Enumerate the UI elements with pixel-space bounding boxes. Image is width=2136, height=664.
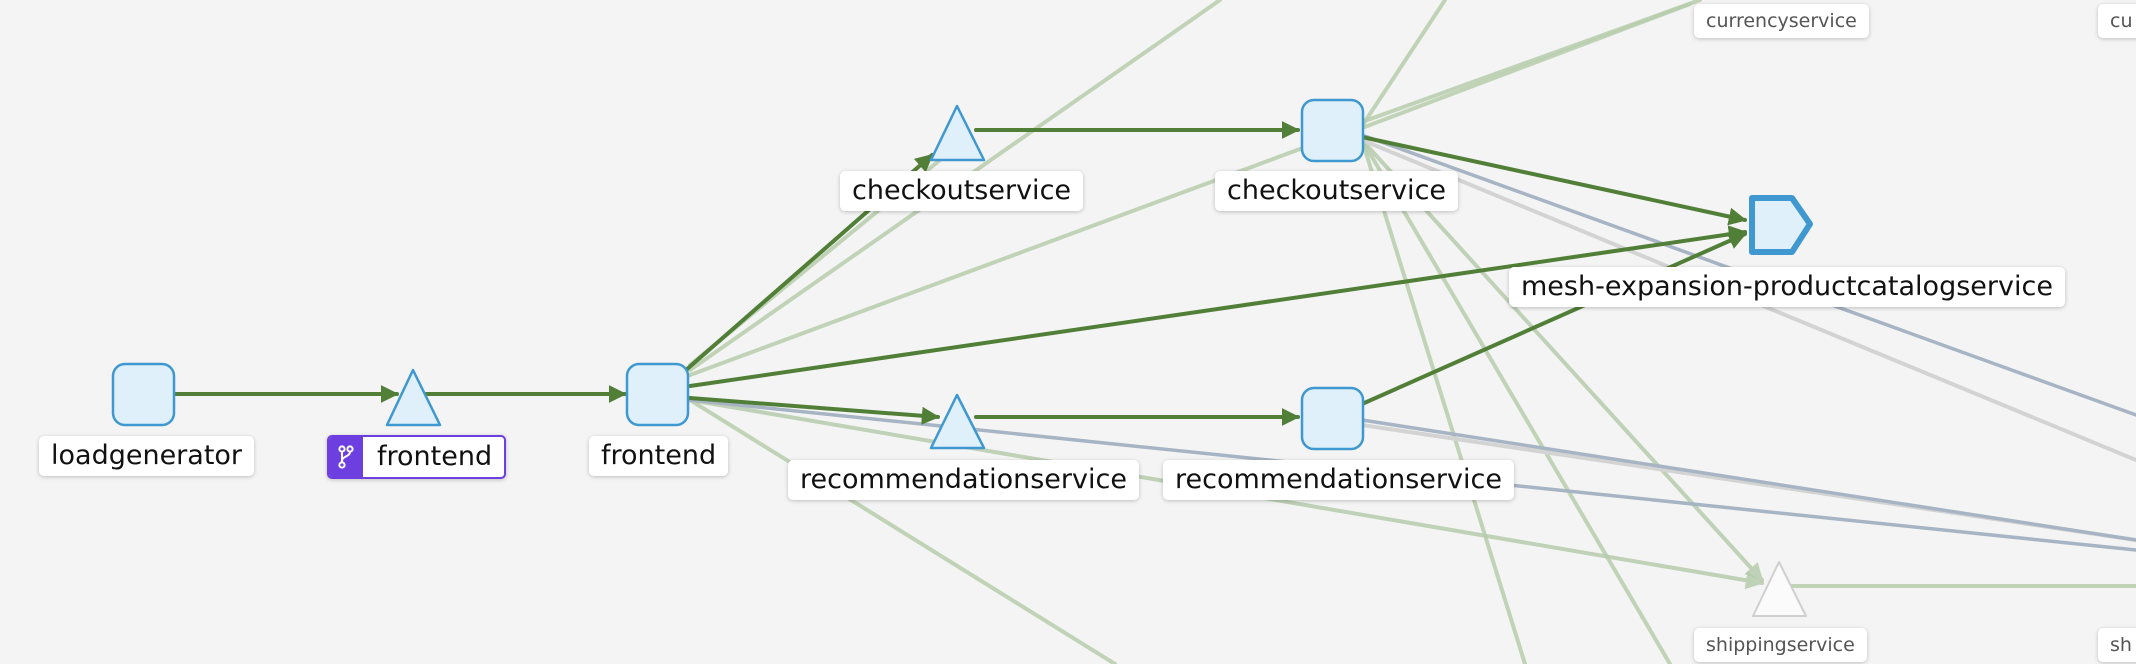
label-frontend-service[interactable]: frontend [327,435,507,479]
branch-icon [329,437,363,477]
edge-frontend-mesh-expansion[interactable] [688,225,1747,388]
label-checkoutservice-app[interactable]: checkoutservice [1215,171,1459,211]
edge-checkout-shippingservice[interactable] [1360,138,1764,582]
node-loadgenerator[interactable] [111,362,176,427]
label-checkoutservice-service[interactable]: checkoutservice [840,171,1084,211]
edge-frontend-offscreen-2[interactable] [688,398,1117,664]
node-mesh-expansion-productcatalogservice[interactable] [1749,195,1813,255]
node-frontend-service[interactable] [385,368,442,427]
node-shippingservice[interactable] [1752,561,1807,617]
edge-frontend-checkoutservice[interactable] [688,124,1364,377]
node-checkoutservice-service[interactable] [929,104,986,162]
node-recommendationservice-service[interactable] [929,393,986,450]
label-frontend-app[interactable]: frontend [589,436,729,476]
node-checkoutservice-app[interactable] [1300,98,1365,163]
edge-recommendation-mesh-expansion[interactable] [1360,232,1747,406]
label-loadgenerator[interactable]: loadgenerator [39,436,255,476]
label-currencyservice[interactable]: currencyservice [1694,4,1869,38]
label-shippingservice[interactable]: shippingservice [1694,628,1867,662]
node-frontend-app[interactable] [625,362,690,427]
label-shippingservice-partial[interactable]: sh [2098,628,2136,662]
edge-checkout-currencyservice-2[interactable] [1360,2,1692,130]
edge-checkout-offscreen-1[interactable] [1360,0,1447,128]
edge-recommendation-offscreen-blue[interactable] [1360,418,2136,542]
label-mesh-expansion-productcatalogservice[interactable]: mesh-expansion-productcatalogservice [1509,267,2065,307]
edge-checkout-offscreen-3[interactable] [1360,138,1672,664]
edge-checkout-mesh-expansion[interactable] [1360,135,1747,226]
label-currencyservice-partial[interactable]: cu [2098,4,2136,38]
edge-frontend-recommendationservice[interactable] [688,396,940,425]
edge-checkout-offscreen-2[interactable] [1360,138,1527,664]
label-recommendationservice-service[interactable]: recommendationservice [788,460,1139,500]
label-frontend-service-text: frontend [377,441,493,472]
label-recommendationservice-app[interactable]: recommendationservice [1163,460,1514,500]
node-recommendationservice-app[interactable] [1300,386,1365,451]
active-edges [173,121,1747,426]
faded-edges [688,0,2136,664]
